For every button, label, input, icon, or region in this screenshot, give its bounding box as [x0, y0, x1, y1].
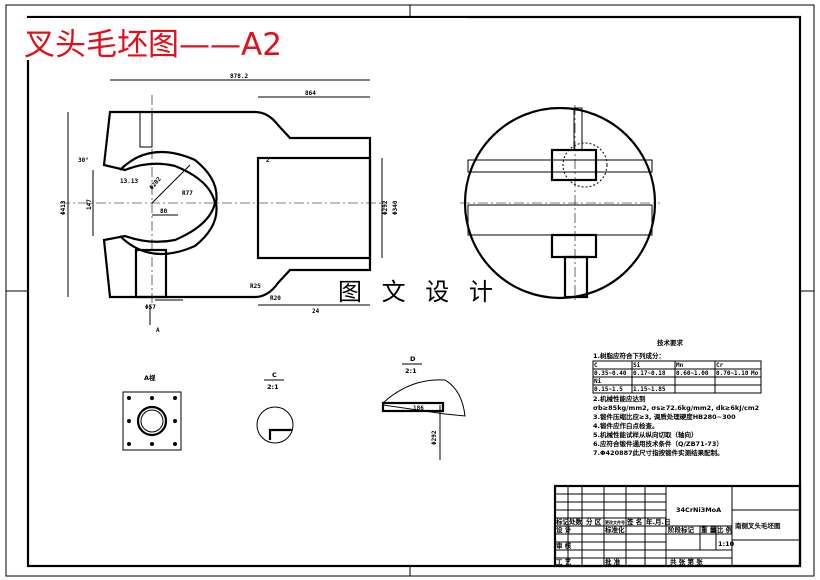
dim-height: Φ413 — [60, 200, 67, 215]
d-dim-diameter: Φ292 — [431, 430, 438, 445]
composition-cell: 0.35~0.40 — [594, 370, 627, 377]
tech-req-line: 4.锻件应作白点检查。 — [593, 421, 659, 430]
dim-opening: 147 — [86, 199, 93, 210]
tb-label: 更改文件号 — [605, 519, 625, 525]
composition-cell: Si — [633, 362, 641, 369]
tb-label: 标记 — [555, 517, 570, 526]
composition-cell: Mo — [751, 370, 759, 377]
composition-table — [592, 360, 762, 394]
composition-cell: Mn — [676, 362, 684, 369]
d-view-scale: 2:1 — [405, 367, 417, 375]
tb-approve: 批 准 — [605, 557, 621, 566]
tb-review: 审 核 — [556, 541, 572, 550]
tb-standard: 标准化 — [604, 525, 625, 534]
composition-cell: C — [594, 362, 598, 369]
tb-sheets: 共 张 第 张 — [670, 557, 703, 566]
composition-cell: 0.17~0.18 — [633, 370, 666, 377]
tech-req-line: σb≥85kg/mm2, σs≥72.6kg/mm2, dk≥6kJ/cm2 — [593, 404, 759, 412]
dim-bore-inner: Φ292 — [382, 200, 389, 215]
d-dim-length: 186 — [413, 405, 424, 412]
drawing-name: 南侧叉头毛坯图 — [735, 521, 781, 530]
title-block: 34CrNi3MoA 南侧叉头毛坯图 标记 处数 分 区 更改文件号 签 名 年… — [553, 484, 802, 568]
d-detail-view: D 2:1 186 Φ292 — [381, 355, 466, 460]
side-section-view — [460, 105, 660, 300]
tb-label: 分 区 — [586, 517, 602, 526]
center-marks — [6, 5, 814, 576]
dim-hole: Φ57 — [145, 304, 156, 311]
tb-label: 处数 — [568, 517, 583, 526]
tech-req-line: 2.机械性能应达到 — [593, 394, 646, 403]
composition-cell: Ni — [594, 378, 602, 385]
composition-cell: 1.15~1.85 — [633, 386, 666, 393]
dim-sphere: Φ202 — [148, 175, 163, 191]
tech-req-heading: 技术要求 — [657, 338, 684, 347]
tb-scale: 比 例 — [717, 525, 733, 534]
dim-overall-length: 878.2 — [230, 73, 248, 80]
tb-weight: 重 量 — [701, 525, 717, 534]
technical-requirements: 技术要求 1.树脂应符合下列成分： C Si Mn Cr 0.35~0.40 0.17~0… — [592, 338, 762, 457]
tech-req-line: 5.机械性能试样从纵向切取（轴向） — [593, 430, 698, 439]
dim-radius: R77 — [182, 190, 193, 197]
tech-req-line: 7.Φ420887此尺寸指按锻件实测结果配制。 — [593, 448, 724, 457]
dim-fillet2: R20 — [270, 295, 281, 302]
dim-lip: 13.13 — [120, 178, 138, 185]
composition-cell: 0.60~1.00 — [676, 370, 709, 377]
dim-fillet1: R25 — [250, 283, 261, 290]
d-view-label: D — [410, 355, 416, 363]
tb-process: 工 艺 — [556, 557, 572, 566]
c-view-label: C — [272, 371, 277, 379]
a-view: A视 — [122, 373, 182, 451]
composition-cell: 0.15~1.5 — [594, 386, 623, 393]
tech-req-item1: 1.树脂应符合下列成分： — [593, 351, 665, 360]
title-bg — [22, 18, 467, 60]
composition-cell: 0.70~1.10 — [716, 370, 749, 377]
view-arrow-label: A — [156, 327, 160, 334]
main-view-dimensions: 878.2 864 Φ413 147 13.13 30° Φ202 R77 80… — [60, 73, 399, 334]
c-view-scale: 2:1 — [267, 383, 279, 391]
dim-chamfer: 2 — [266, 157, 270, 164]
dim-right-length: 864 — [305, 90, 316, 97]
main-section-view — [60, 79, 385, 325]
dim-bore-outer: Φ340 — [392, 200, 399, 215]
material: 34CrNi3MoA — [676, 506, 721, 514]
tech-req-line: 6.应符合锻件通用技术条件（Q/ZB71-73） — [593, 439, 723, 448]
tb-label: 签 名 — [626, 517, 642, 526]
dim-angle: 30° — [78, 157, 89, 164]
c-detail-view: C 2:1 — [256, 371, 294, 444]
tb-label: 年.月.日 — [646, 517, 670, 526]
dim-bottom-len: 24 — [312, 308, 320, 315]
tb-design: 设 计 — [556, 525, 572, 534]
tb-stage-mark: 阶段标记 — [668, 525, 695, 534]
watermark-bg — [330, 272, 490, 304]
tb-scale-value: 1:10 — [718, 540, 735, 548]
a-view-label: A视 — [144, 373, 156, 382]
drawing-title: 叉头毛坯图——A2 — [24, 27, 282, 63]
tech-req-line: 3.锻件压缩比应≥3, 调质处理硬度HB280~300 — [593, 412, 736, 421]
dim-offset: 80 — [160, 208, 168, 215]
composition-cell: Cr — [716, 362, 724, 369]
watermark: 图 文 设 计 — [338, 278, 499, 306]
